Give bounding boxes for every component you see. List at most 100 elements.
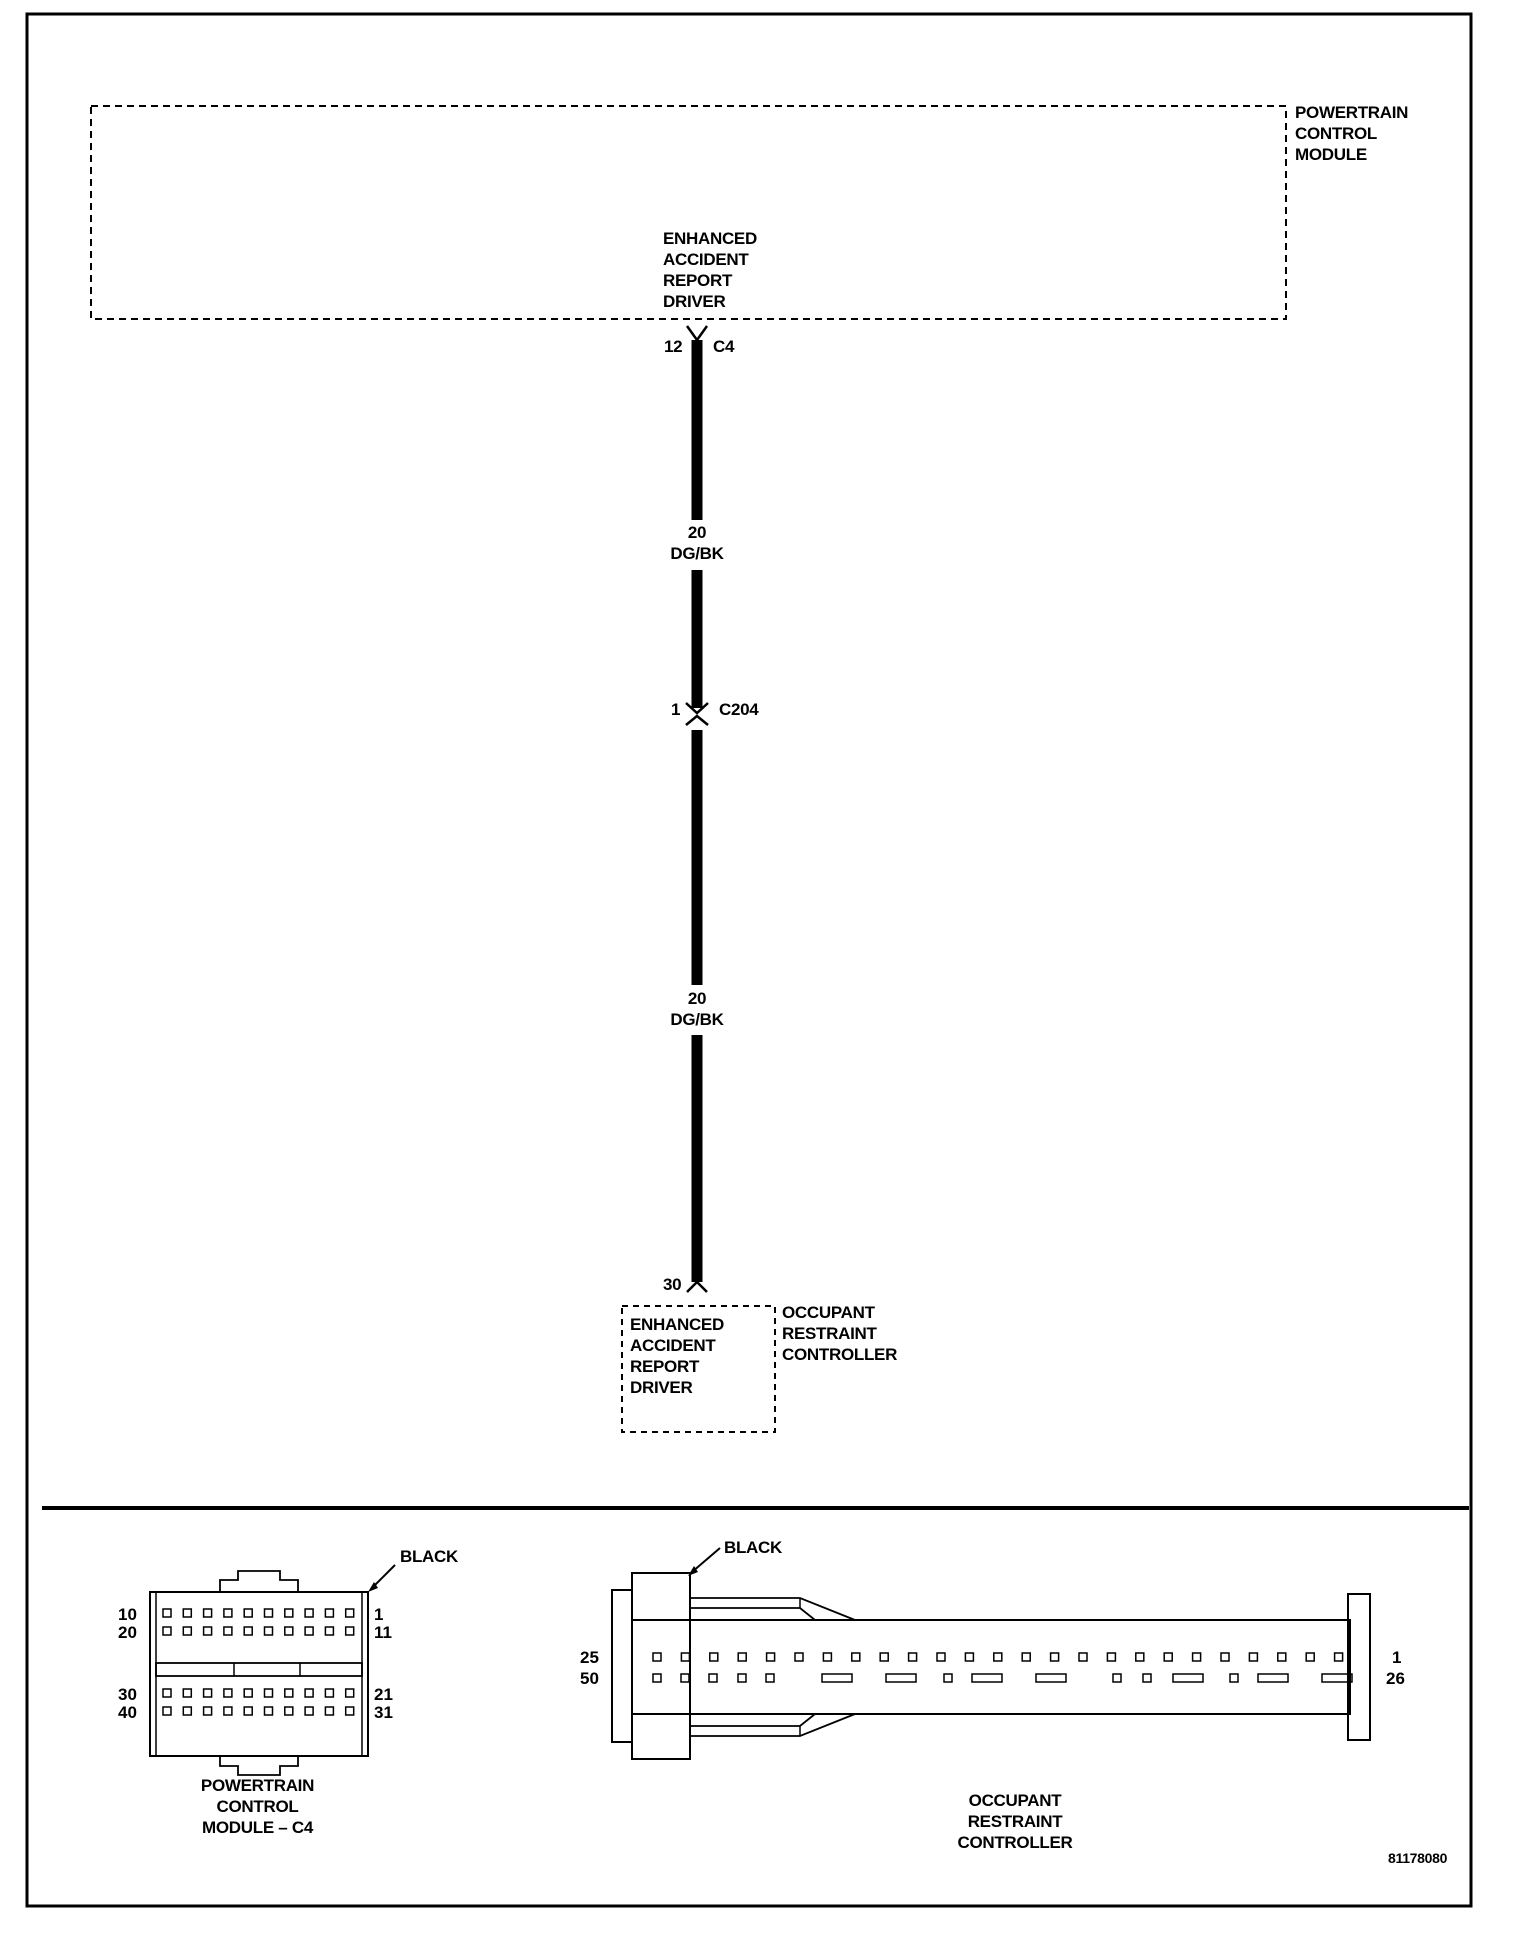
pcm-c4-name-line-1: POWERTRAIN xyxy=(200,1776,315,1795)
orc-cavity xyxy=(1172,1673,1204,1683)
orc-cavity xyxy=(652,1673,662,1683)
wire-2-label: 20 DG/BK xyxy=(652,988,742,1030)
pcm-c4-cavity xyxy=(162,1608,172,1618)
pcm-c4-cavity xyxy=(243,1626,253,1636)
pcm-c4-cavity xyxy=(182,1626,193,1636)
pcm-c4-cavity xyxy=(162,1688,172,1698)
orc-circuit-label: ENHANCED ACCIDENT REPORT DRIVER xyxy=(630,1314,724,1398)
c204-pin-number: 1 xyxy=(671,700,681,719)
pcm-c4-cavity xyxy=(284,1608,294,1618)
orc-connector-symbol xyxy=(686,1280,708,1293)
pcm-c4-cavity xyxy=(202,1706,213,1716)
orc-circuit-line-2: ACCIDENT xyxy=(630,1336,716,1355)
pcm-c4-cavity xyxy=(324,1608,335,1618)
orc-cavity xyxy=(879,1652,889,1662)
orc-connector-name-line-3: CONTROLLER xyxy=(957,1833,1073,1852)
orc-name-label: OCCUPANT RESTRAINT CONTROLLER xyxy=(782,1302,897,1365)
outer-frame xyxy=(25,12,1473,1908)
pcm-c4-cavity xyxy=(223,1626,233,1636)
figure-id: 81178080 xyxy=(1388,1850,1448,1866)
pcm-pin-number: 12 xyxy=(664,337,683,356)
orc-cavity xyxy=(1333,1652,1344,1662)
pcm-c4-cavity xyxy=(284,1626,294,1636)
pcm-circuit-line-3: REPORT xyxy=(663,271,733,290)
orc-connector-name-line-2: RESTRAINT xyxy=(967,1812,1063,1831)
orc-circuit-line-1: ENHANCED xyxy=(630,1315,724,1334)
pcm-connector-id: C4 xyxy=(713,337,735,356)
pcm-c4-cavity xyxy=(162,1706,172,1716)
pcm-c4-pin-label-11: 11 xyxy=(374,1623,392,1642)
orc-cavity xyxy=(1106,1652,1117,1662)
c204-connector-top xyxy=(685,702,709,715)
pcm-c4-name-line-2: CONTROL xyxy=(216,1797,299,1816)
orc-connector-name-label: OCCUPANT RESTRAINT CONTROLLER xyxy=(905,1790,1125,1853)
orc-cavity xyxy=(1277,1652,1287,1662)
pcm-c4-pin-label-21: 21 xyxy=(374,1685,393,1704)
orc-cavity xyxy=(964,1652,975,1662)
pcm-c4-cavity xyxy=(263,1608,274,1618)
pcm-c4-cavity xyxy=(243,1706,253,1716)
pcm-c4-cavity xyxy=(324,1688,335,1698)
pcm-name-line-1: POWERTRAIN xyxy=(1295,103,1409,122)
orc-pin-label-1: 1 xyxy=(1392,1648,1402,1667)
pcm-c4-cavity xyxy=(284,1706,294,1716)
pcm-c4-cavity xyxy=(182,1688,193,1698)
pcm-c4-cavity xyxy=(344,1688,355,1698)
pcm-c4-cavity xyxy=(344,1626,355,1636)
c204-connector-id: C204 xyxy=(719,700,759,719)
orc-cavity xyxy=(765,1652,776,1662)
orc-cavity xyxy=(794,1652,804,1662)
pcm-c4-cavity xyxy=(263,1688,274,1698)
orc-pin-label-26: 26 xyxy=(1386,1669,1405,1688)
orc-cavity xyxy=(652,1652,662,1662)
pcm-c4-cavity xyxy=(304,1626,314,1636)
pcm-c4-cavity xyxy=(304,1706,314,1716)
orc-cavity xyxy=(885,1673,917,1683)
orc-cavity xyxy=(680,1652,691,1662)
pcm-c4-cavity xyxy=(182,1706,193,1716)
pcm-c4-pin-label-30: 30 xyxy=(118,1685,137,1704)
orc-circuit-line-3: REPORT xyxy=(630,1357,700,1376)
pcm-circuit-label: ENHANCED ACCIDENT REPORT DRIVER xyxy=(663,228,757,312)
pcm-c4-pin-label-1: 1 xyxy=(374,1605,384,1624)
orc-cavity xyxy=(709,1652,719,1662)
orc-cavity xyxy=(936,1652,946,1662)
orc-circuit-line-4: DRIVER xyxy=(630,1378,693,1397)
wire-2-color: DG/BK xyxy=(670,1010,724,1029)
pcm-c4-cavity xyxy=(202,1626,213,1636)
pcm-c4-cavity xyxy=(284,1688,294,1698)
orc-cavity xyxy=(993,1652,1003,1662)
pcm-c4-cavity xyxy=(223,1706,233,1716)
pcm-c4-pin-label-10: 10 xyxy=(118,1605,137,1624)
pcm-c4-cavity xyxy=(182,1608,193,1618)
wire-2-gauge: 20 xyxy=(687,989,707,1008)
wire-1-gauge: 20 xyxy=(687,523,707,542)
pcm-circuit-line-1: ENHANCED xyxy=(663,229,757,248)
orc-cavity xyxy=(822,1652,833,1662)
orc-cavity xyxy=(1135,1652,1145,1662)
pcm-c4-cavity xyxy=(344,1706,355,1716)
pcm-c4-pin-label-40: 40 xyxy=(118,1703,137,1722)
pcm-c4-cavity xyxy=(324,1706,335,1716)
orc-cavity xyxy=(1257,1673,1289,1683)
orc-cavity xyxy=(680,1673,690,1683)
orc-name-line-3: CONTROLLER xyxy=(782,1345,898,1364)
orc-cavity xyxy=(708,1673,718,1683)
pcm-c4-cavity xyxy=(304,1688,314,1698)
pcm-name-label: POWERTRAIN CONTROL MODULE xyxy=(1295,102,1408,165)
orc-cavity xyxy=(821,1673,853,1683)
orc-cavity xyxy=(1035,1673,1067,1683)
pcm-c4-cavity xyxy=(263,1706,274,1716)
orc-cavity xyxy=(737,1673,747,1683)
orc-cavity xyxy=(1049,1652,1060,1662)
orc-cavity xyxy=(1163,1652,1173,1662)
orc-cavity xyxy=(971,1673,1003,1683)
orc-cavity xyxy=(1229,1673,1239,1683)
pcm-c4-pin-label-31: 31 xyxy=(374,1703,393,1722)
pcm-c4-cavity xyxy=(263,1626,274,1636)
orc-cavity xyxy=(1321,1673,1353,1683)
wire-1-label: 20 DG/BK xyxy=(652,522,742,564)
c204-connector-bottom xyxy=(685,714,709,726)
orc-cavity xyxy=(1191,1652,1202,1662)
